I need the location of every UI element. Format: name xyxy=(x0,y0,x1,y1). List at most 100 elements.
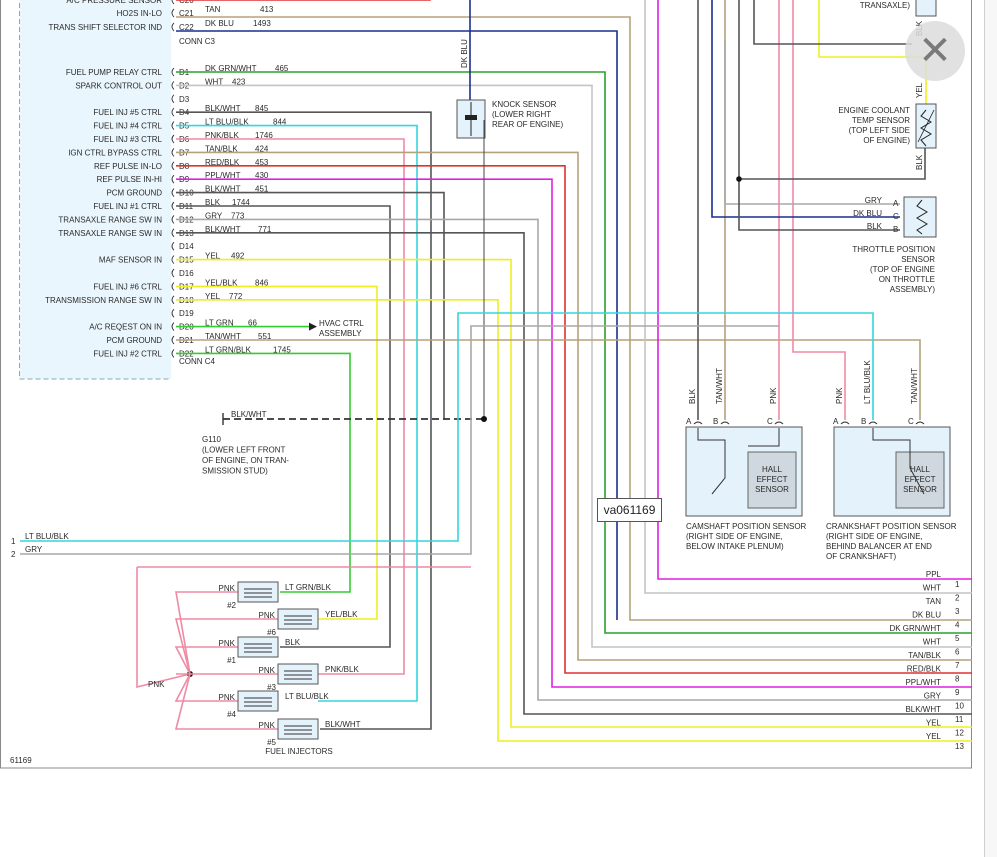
wire-ltblu-crank xyxy=(20,312,874,542)
tps-label: THROTTLE POSITION xyxy=(852,245,935,254)
wire-d9 xyxy=(176,178,972,688)
pcm-pin-label: TRANSAXLE RANGE SW IN xyxy=(58,215,162,224)
pin-connector-mark xyxy=(720,421,730,425)
tps-label: SENSOR xyxy=(901,255,935,264)
circuit-number: 771 xyxy=(258,225,272,234)
injector-coil-icon xyxy=(244,588,272,598)
circuit-number: 846 xyxy=(255,278,269,287)
connector-pin-number: 2 xyxy=(955,594,960,603)
pin-letter: A xyxy=(833,417,839,426)
wire-pnk-injector-feed xyxy=(136,567,191,689)
wire-color-label: BLK/WHT xyxy=(205,225,241,234)
wire-color-label: BLK xyxy=(205,198,221,207)
wire-color-label: BLK/WHT xyxy=(205,185,241,194)
cam-switch xyxy=(697,428,726,495)
wire-color-label: TAN/BLK xyxy=(205,144,238,153)
wire-color-label: BLK xyxy=(688,388,697,404)
hvac-arrow-icon xyxy=(309,322,317,331)
wire-color-label: YEL xyxy=(926,719,942,728)
wire-c21 xyxy=(176,16,972,621)
circuit-number: 492 xyxy=(231,252,245,261)
knock-sensor-label: KNOCK SENSOR xyxy=(492,100,557,109)
tps-body xyxy=(903,196,937,238)
pin-connector-mark xyxy=(171,94,175,104)
connector-pin-number: 8 xyxy=(955,675,960,684)
circuit-number: 845 xyxy=(255,104,269,113)
pcm-pin-label: A/C REQEST ON IN xyxy=(89,323,162,332)
connector-pin-number: 11 xyxy=(955,715,964,724)
pcm-pin-number: C20 xyxy=(179,0,194,5)
ect-sensor-label: TEMP SENSOR xyxy=(852,116,910,125)
injector-number: #2 xyxy=(227,601,236,610)
ect-sensor-label: (TOP LEFT SIDE xyxy=(849,126,910,135)
wire-color-label: LT BLU/BLK xyxy=(205,118,249,127)
ground-label: OF ENGINE, ON TRAN- xyxy=(202,456,289,465)
pin-connector-mark xyxy=(171,134,175,144)
pcm-pin-label: FUEL INJ #3 CTRL xyxy=(93,135,162,144)
wire-color-label: BLK xyxy=(285,638,301,647)
circuit-number: 844 xyxy=(273,118,287,127)
injector-number: #1 xyxy=(227,656,236,665)
crank-sensor-label: OF CRANKSHAFT) xyxy=(826,552,897,561)
injector-number: #6 xyxy=(267,628,276,637)
wire-pnk-crank xyxy=(792,0,846,420)
injector-coil-icon xyxy=(284,725,312,735)
pcm-pin-number: D14 xyxy=(179,242,194,251)
splice-dot xyxy=(736,176,742,182)
circuit-number: 773 xyxy=(231,211,245,220)
diagram-frame xyxy=(0,0,972,769)
wire-color-label: DK BLU xyxy=(853,209,882,218)
wire-d4 xyxy=(176,111,432,730)
wire-color-label: PNK xyxy=(835,387,844,404)
close-icon[interactable]: ✕ xyxy=(905,21,965,81)
wire-color-label: PNK xyxy=(259,611,276,620)
cam-switch-lead xyxy=(748,428,780,447)
injector-number: #4 xyxy=(227,710,236,719)
cam-sensor-hall-label: EFFECT xyxy=(756,475,787,484)
wire-c22 xyxy=(176,30,618,620)
circuit-number: 451 xyxy=(255,185,269,194)
crank-sensor-label: CRANKSHAFT POSITION SENSOR xyxy=(826,522,957,531)
pcm-box xyxy=(19,0,172,380)
pcm-pin-label: HO2S IN-LO xyxy=(117,9,162,18)
pin-letter: C xyxy=(893,212,899,221)
wire-color-label: YEL/BLK xyxy=(325,610,358,619)
wire-d13 xyxy=(176,232,972,715)
wire-pnk-injector xyxy=(174,618,278,675)
wire-color-label: YEL xyxy=(915,82,924,98)
pin-connector-mark xyxy=(171,0,175,5)
circuit-number: 413 xyxy=(260,5,274,14)
wire-color-label: PNK xyxy=(259,666,276,675)
cam-sensor-hall-box xyxy=(747,451,797,509)
wire-color-label: BLK xyxy=(915,154,924,170)
wire-color-label: DK GRN/WHT xyxy=(205,64,257,73)
pin-connector-mark xyxy=(171,282,175,291)
wire-blk-frag xyxy=(753,0,912,45)
circuit-number: 424 xyxy=(255,144,269,153)
pcm-pin-label: MAF SENSOR IN xyxy=(99,256,162,265)
pin-connector-mark xyxy=(171,201,175,211)
wire-color-label: TAN/WHT xyxy=(910,368,919,404)
crank-sensor-label: (RIGHT SIDE OF ENGINE, xyxy=(826,532,923,541)
circuit-number: 453 xyxy=(255,158,269,167)
fuel-injector-body xyxy=(237,636,279,658)
pcm-pin-label: TRANS SHIFT SELECTOR IND xyxy=(49,23,163,32)
crank-sensor-hall-label: EFFECT xyxy=(904,475,935,484)
thermistor-arrow xyxy=(917,109,935,143)
wire-blk-ect xyxy=(739,148,926,180)
connector-pin-number: 1 xyxy=(11,537,16,546)
connector-pin-number: 9 xyxy=(955,688,960,697)
pin-connector-mark xyxy=(840,421,850,425)
wire-d12 xyxy=(176,218,972,701)
pcm-pin-label: FUEL INJ #4 CTRL xyxy=(93,122,162,131)
pin-connector-mark xyxy=(171,268,175,278)
injector-coil-icon xyxy=(244,697,272,707)
pin-letter: C xyxy=(767,417,773,426)
pin-connector-mark xyxy=(171,67,175,77)
wire-color-label: RED/BLK xyxy=(205,158,240,167)
pcm-pin-number: D16 xyxy=(179,269,194,278)
knock-sensor-label: (LOWER RIGHT xyxy=(492,110,551,119)
injector-coil-icon xyxy=(244,643,272,653)
connector-label: CONN C3 xyxy=(179,37,216,46)
wire-dkblu-tps xyxy=(711,0,900,218)
